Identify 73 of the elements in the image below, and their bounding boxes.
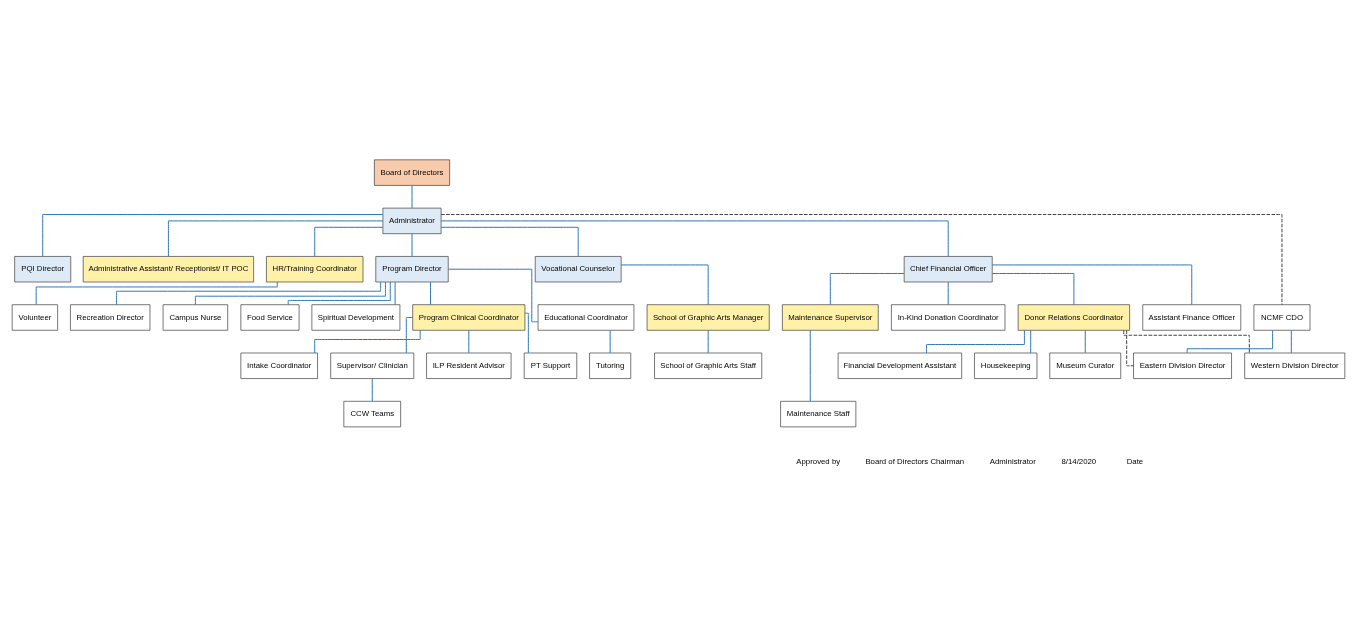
node-box: Tutoring — [589, 352, 632, 379]
label: Date — [1126, 457, 1144, 467]
node-box: Maintenance Staff — [780, 400, 857, 428]
connector — [992, 272, 1075, 306]
node-box: Maintenance Supervisor — [782, 304, 879, 331]
label: Board of Directors Chairman — [865, 457, 965, 467]
connector — [947, 281, 949, 306]
connector — [371, 378, 373, 402]
node-box: Chief Financial Officer — [903, 256, 993, 283]
node-box: Museum Curator — [1049, 352, 1122, 379]
node-box: In-Kind Donation Coordinator — [891, 304, 1006, 331]
node-box: Housekeeping — [974, 352, 1038, 379]
connector — [42, 214, 384, 257]
connector — [1030, 329, 1032, 354]
node-box: Recreation Director — [70, 304, 151, 331]
connector — [167, 220, 384, 257]
node-box: School of Graphic Arts Staff — [654, 352, 763, 379]
connector — [707, 329, 709, 354]
connector — [440, 220, 949, 257]
node-box: Assistant Finance Officer — [1142, 304, 1242, 331]
node-box: NCMF CDO — [1253, 304, 1311, 331]
connector — [991, 264, 1193, 305]
connector — [524, 312, 529, 354]
node-box: HR/Training Coordinator — [266, 256, 364, 283]
connector — [829, 272, 905, 306]
node-box: School of Graphic Arts Manager — [646, 304, 770, 331]
node-box: Program Director — [375, 256, 449, 283]
connector — [405, 317, 414, 354]
connector — [314, 226, 384, 257]
connector — [411, 185, 413, 209]
connector — [1290, 329, 1292, 354]
node-box: PQI Director — [14, 256, 72, 283]
node-box: Financial Development Assistant — [837, 352, 963, 379]
label: Administrator — [989, 457, 1036, 467]
label: 8/14/2020 — [1061, 457, 1097, 467]
node-box: Board of Directors — [374, 159, 450, 186]
connector — [440, 226, 579, 257]
connector — [1126, 329, 1135, 367]
connector — [116, 281, 382, 306]
node-box: Supervisor/ Clinician — [330, 352, 415, 379]
connector — [194, 281, 386, 306]
node-box: Volunteer — [11, 304, 58, 331]
connector — [620, 264, 709, 305]
connector — [287, 281, 391, 306]
node-box: Eastern Division Director — [1133, 352, 1232, 379]
connector — [447, 268, 539, 323]
node-box: Intake Coordinator — [240, 352, 318, 379]
label: Approved by — [796, 457, 841, 467]
node-box: Administrator — [382, 207, 442, 235]
connector — [609, 329, 611, 354]
connector — [926, 329, 1025, 354]
node-box: Food Service — [240, 304, 300, 331]
node-box: Campus Nurse — [162, 304, 229, 331]
node-box: Educational Coordinator — [537, 304, 635, 331]
connector — [468, 329, 470, 354]
connector — [440, 214, 1283, 306]
node-box: Vocational Counselor — [534, 256, 622, 283]
connector — [411, 233, 413, 257]
connector — [429, 281, 431, 306]
node-box: Western Division Director — [1244, 352, 1346, 379]
node-box: PT Support — [523, 352, 578, 379]
node-box: Donor Relations Coordinator — [1017, 304, 1130, 331]
node-box: Spiritual Development — [311, 304, 401, 331]
connector — [1123, 329, 1250, 354]
connector — [1186, 329, 1274, 354]
node-box: Program Clinical Coordinator — [412, 304, 526, 331]
connector — [1084, 329, 1086, 354]
connector — [394, 281, 396, 306]
connector — [809, 329, 811, 402]
node-box: ILP Resident Advisor — [426, 352, 512, 379]
node-box: CCW Teams — [343, 400, 401, 428]
connector — [314, 329, 421, 354]
node-box: Administrative Assistant/ Receptionist/ IT POC — [82, 256, 254, 283]
